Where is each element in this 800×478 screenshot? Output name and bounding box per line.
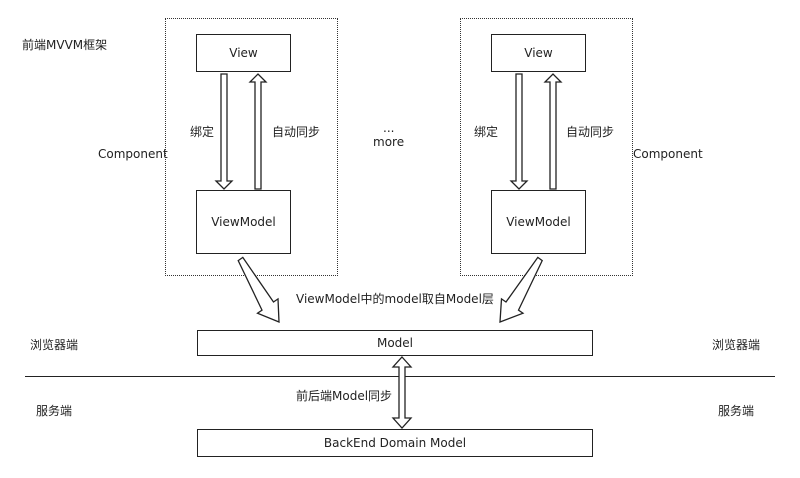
bind-arrow-right [509, 73, 529, 190]
model-box: Model [197, 330, 593, 356]
browser-label-left: 浏览器端 [30, 338, 79, 352]
model-arrow-right [499, 256, 544, 323]
view-box-left: View [196, 34, 291, 72]
component-label-right: Component [633, 147, 703, 161]
frontend-framework-label: 前端MVVM框架 [22, 38, 108, 52]
model-arrow-left [237, 256, 280, 323]
frontback-sync-label: 前后端Model同步 [296, 389, 393, 403]
frontback-sync-arrow [391, 356, 413, 429]
sync-label-left: 自动同步 [272, 125, 321, 139]
view-box-right: View [491, 34, 586, 72]
server-label-right: 服务端 [718, 404, 755, 418]
backend-domain-model-box: BackEnd Domain Model [197, 429, 593, 457]
model-source-label: ViewModel中的model取自Model层 [296, 292, 494, 306]
component-label-left: Component [98, 147, 168, 161]
bind-arrow-left [214, 73, 234, 190]
server-label-left: 服务端 [36, 404, 73, 418]
sync-label-right: 自动同步 [566, 125, 615, 139]
viewmodel-box-right: ViewModel [491, 190, 586, 254]
more-label: more [373, 135, 405, 149]
viewmodel-box-left: ViewModel [196, 190, 291, 254]
sync-arrow-left [248, 73, 268, 190]
browser-label-right: 浏览器端 [712, 338, 761, 352]
sync-arrow-right [543, 73, 563, 190]
bind-label-left: 绑定 [190, 125, 215, 139]
bind-label-right: 绑定 [474, 125, 499, 139]
more-dots: ... [383, 121, 395, 135]
component-right-container [460, 18, 633, 276]
